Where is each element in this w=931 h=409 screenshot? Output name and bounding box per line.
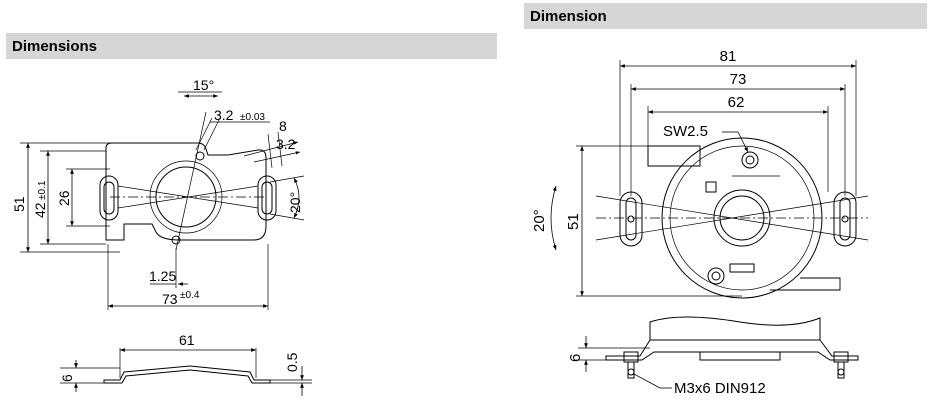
left-dim-tol-003: ±0.03: [240, 112, 265, 123]
left-dim-3-2-b: 3.2: [276, 136, 296, 152]
left-dim-26: 26: [56, 190, 72, 206]
right-dim-sw2-5: SW2.5: [663, 123, 708, 140]
left-side-dim-6: 6: [59, 374, 75, 382]
mount-hole-bottom: [171, 235, 181, 245]
right-slot-right: [833, 191, 857, 247]
right-side-dim-6: 6: [567, 354, 584, 362]
right-dim-51: 51: [565, 213, 582, 230]
left-dim-1-25: 1.25: [149, 268, 176, 284]
left-dim-3-2-a: 3.2: [214, 107, 234, 123]
slot-left: [99, 175, 119, 221]
right-dim-81: 81: [720, 48, 737, 65]
left-dim-51: 51: [11, 196, 27, 212]
right-dim-73: 73: [730, 71, 747, 88]
left-dim-73: 73: [162, 291, 178, 307]
slot-right: [257, 175, 277, 221]
left-dim-15deg: 15°: [193, 77, 214, 93]
plate-outline: [105, 142, 267, 241]
left-dim-8: 8: [279, 118, 287, 134]
left-side-view: [60, 348, 312, 396]
left-dim-tol-01: ±0.1: [37, 180, 48, 200]
right-top-view: [550, 60, 869, 299]
encoder-base-profile: [605, 339, 859, 361]
left-dim-20deg: 20°: [287, 192, 303, 213]
right-section-header: Dimension: [524, 3, 927, 29]
mounting-bracket: [647, 145, 701, 167]
plate-side-profile: [103, 365, 271, 384]
right-dim-20deg: 20°: [531, 209, 548, 232]
right-dim-62: 62: [728, 94, 745, 111]
sw-screw-top: [741, 151, 759, 169]
encoder-cover-profile: [649, 316, 821, 340]
right-side-screw-label: M3x6 DIN912: [674, 380, 766, 397]
left-side-dim-0-5: 0.5: [284, 352, 300, 372]
left-dim-tol-04: ±0.4: [180, 290, 200, 301]
right-side-view: [578, 316, 859, 389]
mount-hole-top: [195, 151, 205, 161]
left-dim-42: 42: [32, 202, 48, 218]
left-section-header: Dimensions: [6, 33, 497, 59]
sw-screw-bottom: [707, 267, 725, 285]
left-side-dim-61: 61: [179, 332, 195, 348]
left-top-view: [20, 91, 305, 310]
right-section-title: Dimension: [530, 7, 607, 25]
left-section-title: Dimensions: [12, 37, 98, 55]
